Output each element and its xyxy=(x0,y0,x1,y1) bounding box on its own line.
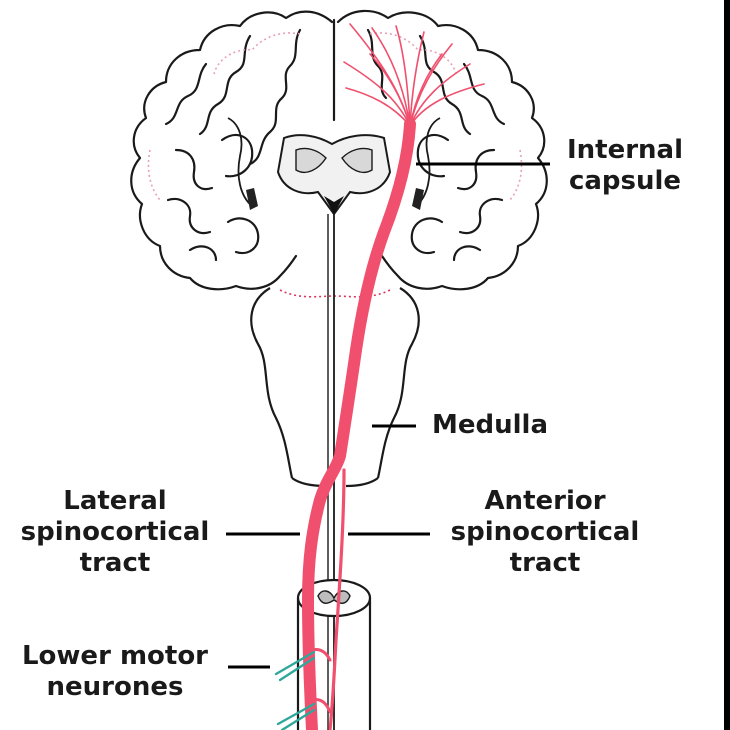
label-lateral-tract-line2: spinocortical xyxy=(20,517,210,547)
label-lateral-tract-line1: Lateral xyxy=(63,486,167,516)
lower-motor-neurones xyxy=(274,650,316,730)
thalamus-region xyxy=(227,117,441,216)
label-medulla: Medulla xyxy=(432,410,548,441)
label-lower-motor-line1: Lower motor xyxy=(21,641,209,671)
label-internal-capsule: Internal capsule xyxy=(560,135,690,197)
label-anterior-tract-line1: Anterior xyxy=(484,486,606,516)
label-lateral-tract: Lateral spinocortical tract xyxy=(10,486,220,579)
label-lower-motor-neurones: Lower motor neurones xyxy=(10,641,220,703)
leader-lines xyxy=(226,162,550,669)
label-anterior-tract-line2: spinocortical xyxy=(450,517,640,547)
label-anterior-tract-line3: tract xyxy=(509,548,581,578)
right-frame-edge xyxy=(724,0,730,730)
label-medulla-text: Medulla xyxy=(432,410,548,440)
label-anterior-tract: Anterior spinocortical tract xyxy=(440,486,650,579)
label-lower-motor-line2: neurones xyxy=(46,672,184,702)
cerebrum-outline xyxy=(130,9,548,291)
label-lateral-tract-line3: tract xyxy=(79,548,151,578)
corticospinal-fibres xyxy=(301,23,485,730)
spinal-cord xyxy=(296,578,372,730)
label-internal-capsule-line2: capsule xyxy=(568,166,682,196)
label-internal-capsule-line1: Internal xyxy=(566,135,684,165)
